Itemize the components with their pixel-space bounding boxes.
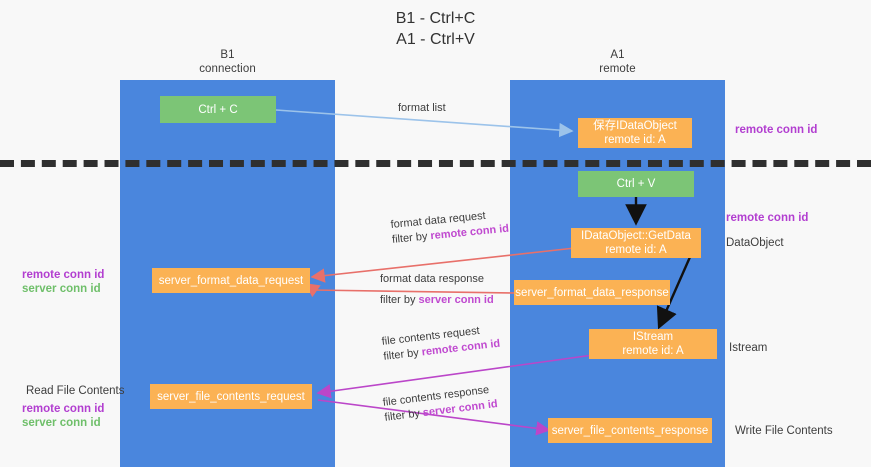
edge-label-format-data-response: format data response filter by server co… <box>380 272 494 308</box>
node-ctrl-c[interactable]: Ctrl + C <box>160 96 276 123</box>
node-save-idataobject-label: 保存IDataObject <box>593 120 677 132</box>
filter-key-server-conn-id: server conn id <box>418 294 494 306</box>
node-ctrl-c-label: Ctrl + C <box>198 103 238 116</box>
page-title-line2: A1 - Ctrl+V <box>396 31 475 48</box>
node-server-format-data-response[interactable]: server_format_data_response <box>514 280 670 305</box>
lane-title-a1: A1 remote <box>510 48 725 76</box>
lane-title-b1: B1 connection <box>120 48 335 76</box>
node-server-file-contents-response[interactable]: server_file_contents_response <box>548 418 712 443</box>
node-server-format-data-response-label: server_format_data_response <box>515 286 669 299</box>
label-write-file-contents: Write File Contents <box>735 425 833 437</box>
lane-title-a1-line2: remote <box>599 63 636 75</box>
label-istream: Istream <box>729 342 768 354</box>
edge-label-format-data-response-filter: filter by server conn id <box>380 293 494 308</box>
lane-title-b1-line2: connection <box>199 63 256 75</box>
node-ctrl-v-label: Ctrl + V <box>616 178 656 190</box>
node-istream-label: IStream <box>632 331 674 343</box>
label-read-file-contents: Read File Contents <box>26 385 125 397</box>
label-left-server-conn-id-2: server conn id <box>22 417 101 429</box>
node-idataobject-getdata-label: IDataObject::GetData <box>581 230 691 242</box>
filter-prefix: filter by <box>391 230 432 246</box>
edge-label-format-list: format list <box>398 101 446 116</box>
label-left-server-conn-id: server conn id <box>22 283 101 295</box>
filter-prefix: filter by <box>380 294 419 306</box>
lane-title-b1-line1: B1 <box>220 49 235 61</box>
connector-format-data-response <box>311 289 516 294</box>
page-title-line1: B1 - Ctrl+C <box>395 10 476 27</box>
node-server-file-contents-request-label: server_file_contents_request <box>157 390 305 403</box>
label-left-remote-conn-id-2: remote conn id <box>22 403 105 415</box>
node-idataobject-getdata-sub: remote id: A <box>605 244 667 256</box>
lane-title-a1-line1: A1 <box>610 49 625 61</box>
node-server-file-contents-request[interactable]: server_file_contents_request <box>150 384 312 409</box>
label-remote-conn-id-mid: remote conn id <box>726 212 809 224</box>
node-istream-sub: remote id: A <box>622 345 684 357</box>
filter-prefix: filter by <box>383 407 424 424</box>
node-save-idataobject[interactable]: 保存IDataObject remote id: A <box>578 118 692 148</box>
node-server-format-data-request-label: server_format_data_request <box>158 274 304 287</box>
node-idataobject-getdata[interactable]: IDataObject::GetData remote id: A <box>571 228 701 258</box>
label-remote-conn-id-top: remote conn id <box>735 124 818 136</box>
label-dataobject: DataObject <box>726 237 784 249</box>
edge-label-format-list-text: format list <box>398 102 446 114</box>
connector-format-data-request <box>310 247 576 283</box>
section-divider <box>0 160 871 167</box>
node-server-file-contents-response-label: server_file_contents_response <box>551 424 709 437</box>
connector-file-contents-request <box>316 354 594 399</box>
node-save-idataobject-sub: remote id: A <box>604 134 666 146</box>
node-istream[interactable]: IStream remote id: A <box>589 329 717 359</box>
node-server-format-data-request[interactable]: server_format_data_request <box>152 268 310 293</box>
connector-format-list <box>275 109 574 138</box>
connector-file-contents-response <box>317 399 551 436</box>
node-ctrl-v[interactable]: Ctrl + V <box>578 171 694 197</box>
filter-prefix: filter by <box>382 346 423 363</box>
label-left-remote-conn-id: remote conn id <box>22 269 105 281</box>
connector-getdata-istream <box>656 256 692 330</box>
edge-label-format-data-response-text: format data response <box>380 273 484 285</box>
